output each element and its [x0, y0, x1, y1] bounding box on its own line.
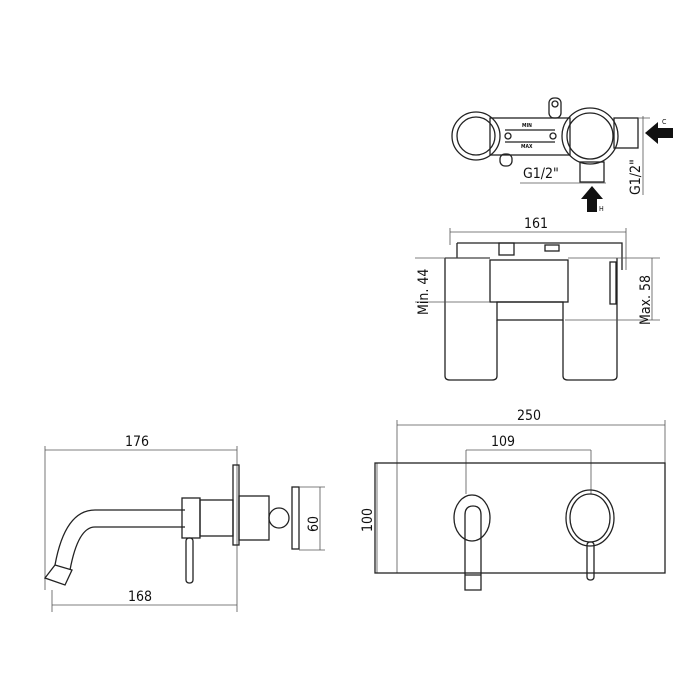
inlet-thread-label: G1/2": [628, 159, 644, 195]
width-dimension: 161: [524, 216, 548, 232]
centre-distance-dimension: 109: [491, 434, 515, 450]
front-plate-height-dimension: 100: [360, 508, 376, 532]
outlet-thread-label: G1/2": [523, 166, 559, 182]
cold-inlet-arrow-icon: [645, 122, 673, 144]
min-label: MIN: [522, 123, 532, 129]
hot-label: H: [599, 205, 604, 213]
overall-projection-dimension: 176: [125, 434, 149, 450]
hot-inlet-arrow-icon: [581, 186, 603, 212]
spout-projection-dimension: 168: [128, 589, 152, 605]
max-label: MAX: [521, 144, 533, 150]
body-view: 161 Min. 44 Max. 58: [415, 216, 660, 381]
plate-width-dimension: 250: [517, 408, 541, 424]
min-depth-dimension: Min. 44: [416, 269, 432, 315]
cold-label: C: [662, 118, 667, 126]
front-view: 250 109 100: [360, 408, 666, 591]
plate-height-dimension: 60: [306, 516, 322, 532]
max-depth-dimension: Max. 58: [638, 275, 654, 325]
side-view: 176 168 60: [43, 434, 325, 612]
top-view-valve-body: MIN MAX G1/2" G1/2" C H: [451, 97, 673, 213]
